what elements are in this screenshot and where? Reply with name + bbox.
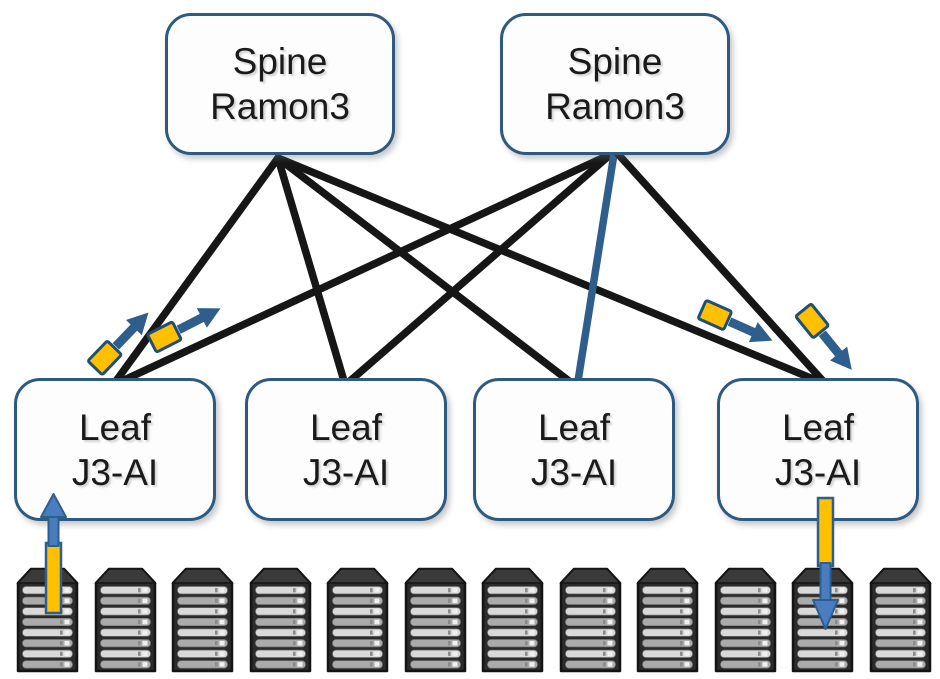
link-spine-2-leaf-4 [614,150,827,385]
server-icon-2 [93,566,157,674]
server-icon-4 [248,566,312,674]
link-spine-2-leaf-2 [346,150,615,385]
server-chassis [791,567,855,673]
spine-node-2: Spine Ramon3 [500,13,730,155]
servers-row [16,564,932,674]
server-chassis [869,567,932,673]
server-chassis [403,567,467,673]
server-chassis [326,567,389,673]
leaf-2-label-line1: Leaf [309,406,382,448]
spine-2-label-line1: Spine [567,41,663,82]
server-icon-6 [403,566,467,674]
leaf-node-3: Leaf J3-AI [473,378,675,521]
link-spine-1-leaf-3 [274,154,573,385]
leaf-3-label-line2: J3-AI [530,451,618,493]
link-spine-2-leaf-3 [574,150,618,385]
server-chassis [171,567,234,673]
leaf-3-label-line1: Leaf [537,406,610,448]
server-icon-5 [326,566,389,674]
server-chassis [16,567,79,673]
server-chassis [93,567,157,673]
leaf-4-label-line2: J3-AI [774,451,862,493]
server-icon-3 [171,566,234,674]
server-chassis [636,567,699,673]
link-spine-1-leaf-2 [274,154,348,385]
server-icon-8 [558,566,622,674]
server-chassis [481,567,544,673]
spine-node-1: Spine Ramon3 [165,13,395,155]
leaf-1-label-line1: Leaf [78,406,151,448]
server-chassis [558,567,622,673]
packet-arrow-leaf1-to-spine1-icon [87,312,149,376]
spine-2-label-line2: Ramon3 [545,86,685,127]
spine-1-label-line1: Spine [232,41,328,82]
server-chassis [248,567,312,673]
link-spine-1-leaf-1 [112,154,282,385]
server-icon-1 [16,566,79,674]
server-icon-12 [869,566,932,674]
server-icon-7 [481,566,544,674]
leaf-node-4: Leaf J3-AI [717,378,919,521]
server-chassis [714,567,777,673]
leaf-4-label-line1: Leaf [781,406,854,448]
server-icon-9 [636,566,699,674]
leaf-node-2: Leaf J3-AI [245,378,447,521]
leaf-2-label-line2: J3-AI [302,451,390,493]
link-spine-1-leaf-4 [274,154,822,385]
leaf-1-label-line2: J3-AI [71,451,159,493]
packet-arrow-spine1-to-leaf4-icon [697,299,773,343]
server-icon-10 [714,566,777,674]
server-icon-11 [791,566,855,674]
packet-arrow-spine2-to-leaf4-icon [794,303,852,370]
link-spine-2-leaf-1 [118,150,615,385]
leaf-node-1: Leaf J3-AI [14,378,216,521]
spine-1-label-line2: Ramon3 [210,86,350,127]
packet-arrow-leaf1-to-spine2-icon [146,308,221,354]
